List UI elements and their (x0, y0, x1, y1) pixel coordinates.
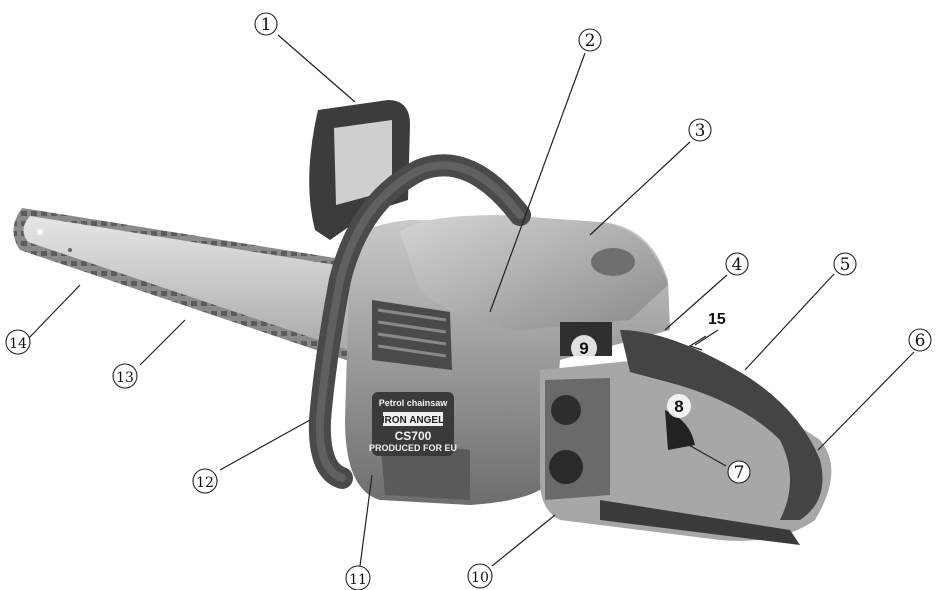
engine-housing: Petrol chainsaw IRON ANGEL CS700 PRODUCE… (345, 215, 670, 505)
callout-7-num: 7 (734, 463, 745, 483)
leader-lines (27, 34, 915, 567)
leader-7 (679, 439, 727, 467)
choke-knob (549, 450, 583, 484)
callout-7: 7 (727, 460, 751, 484)
callout-4: 4 (725, 252, 749, 276)
callout-9: 9 (571, 335, 597, 361)
callout-12-num: 12 (196, 475, 214, 491)
leader-10 (491, 514, 556, 567)
leader-13 (139, 319, 186, 366)
leader-3 (589, 141, 691, 236)
callout-6: 6 (908, 328, 932, 352)
primer-bulb (551, 395, 581, 425)
callout-8-num: 8 (674, 397, 683, 416)
callout-1-num: 1 (261, 15, 272, 35)
callout-11-num: 11 (349, 572, 367, 588)
bar-hole (68, 248, 72, 252)
callout-11: 11 (345, 565, 371, 590)
callout-12: 12 (192, 468, 218, 494)
callout-10-num: 10 (471, 570, 489, 586)
leader-4 (664, 274, 728, 331)
leader-14 (27, 284, 81, 340)
callout-9-num: 9 (579, 339, 588, 358)
callout-5-num: 5 (840, 255, 851, 275)
brand-badge: Petrol chainsaw IRON ANGEL CS700 PRODUCE… (369, 392, 457, 456)
guide-bar (13, 208, 360, 362)
leader-11 (359, 474, 373, 567)
callout-15-num: 15 (708, 311, 726, 328)
arrow-15 (688, 335, 707, 351)
badge-logo: IRON ANGEL (382, 415, 444, 426)
badge-line1: Petrol chainsaw (379, 398, 449, 408)
callout-10: 10 (467, 563, 493, 589)
callout-3-num: 3 (695, 121, 706, 141)
leader-12 (219, 419, 311, 471)
cooling-vents (372, 300, 452, 370)
throttle-trigger (665, 410, 695, 450)
callout-14: 14 (5, 329, 31, 355)
leader-15 (694, 329, 719, 346)
bar-rivet (37, 229, 43, 235)
callout-8: 8 (667, 394, 691, 418)
callout-14-num: 14 (9, 336, 27, 352)
callout-2: 2 (578, 28, 602, 52)
callout-2-num: 2 (585, 31, 596, 51)
leader-5 (744, 273, 835, 371)
callout-5: 5 (833, 252, 857, 276)
leader-1 (277, 34, 356, 103)
callout-6-num: 6 (915, 331, 926, 351)
callout-13: 13 (112, 363, 138, 389)
callout-3: 3 (688, 118, 712, 142)
callout-13-num: 13 (116, 370, 134, 386)
rear-handle (540, 330, 832, 545)
fuel-cap (591, 248, 635, 276)
control-panel (545, 322, 612, 500)
leader-6 (817, 351, 915, 451)
leader-2 (489, 52, 586, 313)
badge-model: CS700 (395, 429, 432, 443)
callout-1: 1 (254, 12, 278, 36)
callout-4-num: 4 (732, 255, 743, 275)
badge-line3: PRODUCED FOR EU (369, 443, 457, 453)
